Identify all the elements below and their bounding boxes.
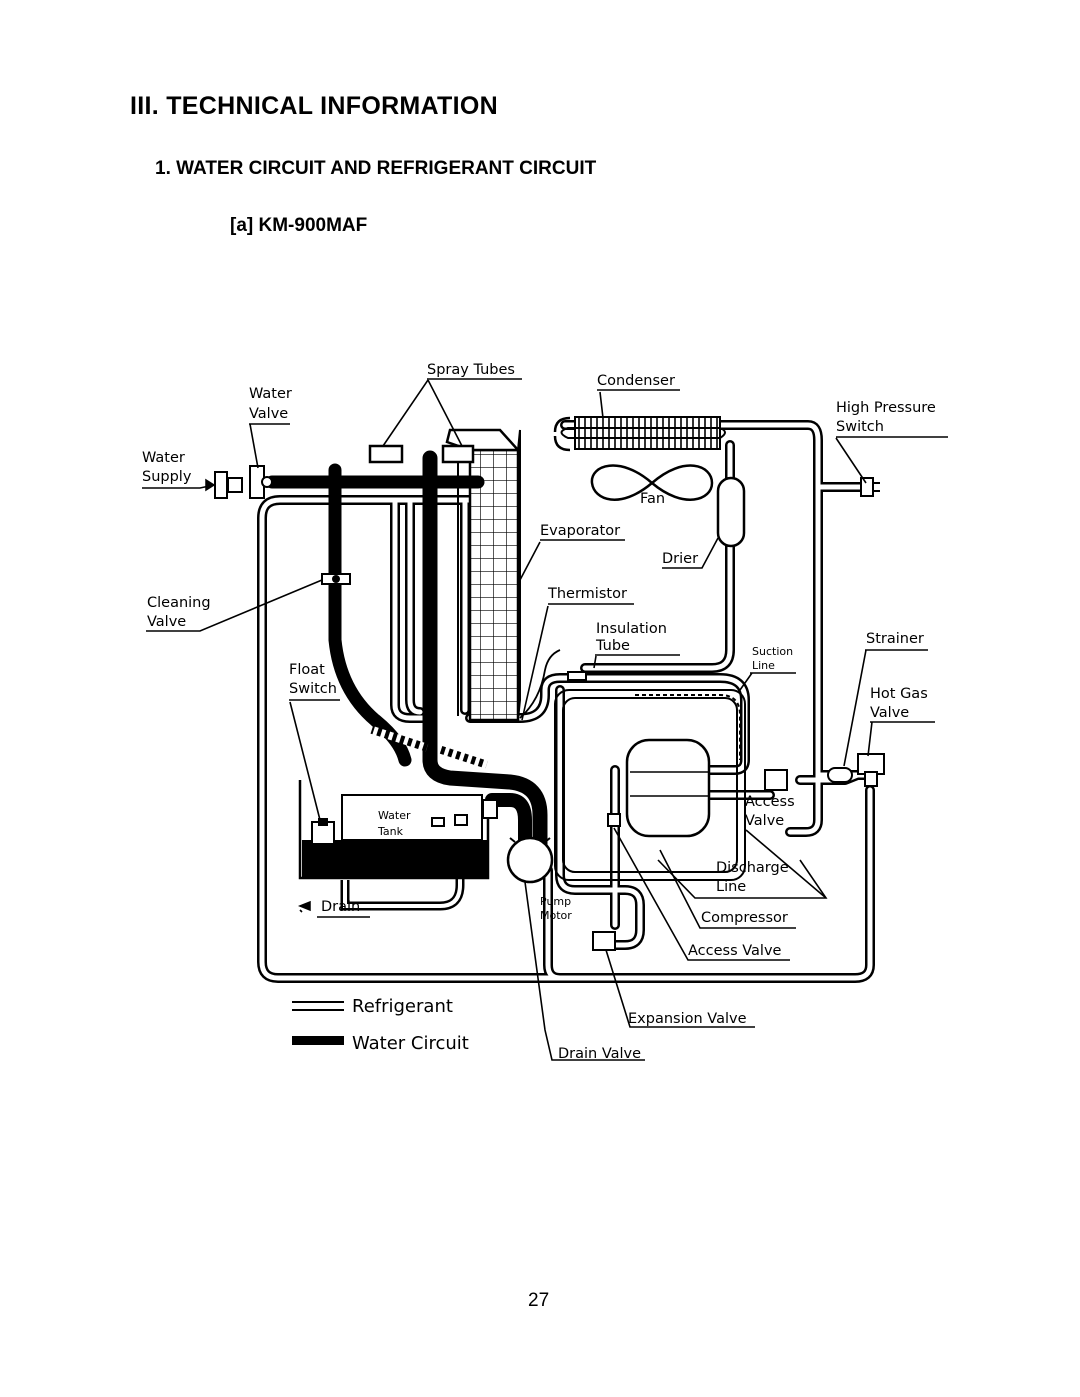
label-condenser: Condenser [597,373,675,389]
label-compressor: Compressor [701,910,788,926]
label-float-switch-1: Float [289,662,325,678]
label-thermistor: Thermistor [547,586,627,602]
label-suction-line-2: Line [752,659,775,672]
water-tank [298,780,490,880]
label-water-valve-1: Water [249,386,292,402]
label-discharge-line-1: Discharge [716,860,789,876]
label-pump-motor-1: Pump [540,895,571,908]
legend: Refrigerant Water Circuit [292,996,469,1054]
leader-lines [142,378,948,1061]
label-water-tank-1: Water [378,809,411,822]
spray-tubes [368,444,475,464]
legend-water-circuit-symbol [292,1036,344,1045]
float-switch [311,818,335,845]
label-cleaning-valve-1: Cleaning [147,595,211,611]
label-hot-gas-valve-1: Hot Gas [870,686,928,702]
fan [590,464,714,501]
compressor [607,738,711,838]
legend-refrigerant-label: Refrigerant [352,996,453,1017]
label-fan: Fan [640,491,665,507]
refrigerant-lines-inner [259,422,873,981]
label-cleaning-valve-2: Valve [147,614,186,630]
legend-refrigerant-symbol [292,1001,344,1011]
label-water-tank-2: Tank [377,825,404,838]
water-valve [214,465,273,499]
label-high-pressure-switch-2: Switch [836,419,884,435]
label-drier: Drier [662,551,698,567]
label-drain-valve: Drain Valve [558,1046,641,1062]
access-valve [764,769,788,791]
label-insulation-tube-2: Tube [595,638,630,654]
label-expansion-valve: Expansion Valve [628,1011,747,1027]
label-high-pressure-switch-1: High Pressure [836,400,936,416]
subsection-title: 1. WATER CIRCUIT AND REFRIGERANT CIRCUIT [155,158,597,179]
hot-gas-valve [857,753,885,787]
label-drain: Drain [321,899,360,915]
drier [716,476,746,548]
legend-water-circuit-label: Water Circuit [352,1033,469,1054]
model-heading: [a] KM-900MAF [230,215,368,236]
label-insulation-tube-1: Insulation [596,621,667,637]
water-circuit-lines [265,450,548,867]
expansion-valve [592,931,616,951]
label-access-valve-1: Access [745,794,795,810]
cleaning-valve [321,573,351,585]
label-access-valve-2: Valve [745,813,784,829]
strainer [827,767,853,783]
label-pump-motor-2: Motor [540,909,572,922]
component-labels: Spray Tubes Condenser Water Valve High P… [142,362,936,1062]
pump-motor [482,799,554,884]
label-suction-line-1: Suction [752,645,793,658]
label-water-valve-2: Valve [249,406,288,422]
high-pressure-switch [860,477,880,497]
label-evaporator: Evaporator [540,523,620,539]
label-discharge-line-2: Line [716,879,746,895]
evaporator [445,428,521,722]
label-float-switch-2: Switch [289,681,337,697]
section-title: III. TECHNICAL INFORMATION [130,92,498,120]
label-hot-gas-valve-2: Valve [870,705,909,721]
condenser [553,416,726,452]
label-strainer: Strainer [866,631,924,647]
label-water-supply-1: Water [142,450,185,466]
label-spray-tubes: Spray Tubes [427,362,515,378]
label-water-supply-2: Supply [142,469,192,485]
label-access-valve-lower: Access Valve [688,943,782,959]
page-number: 27 [528,1290,550,1311]
